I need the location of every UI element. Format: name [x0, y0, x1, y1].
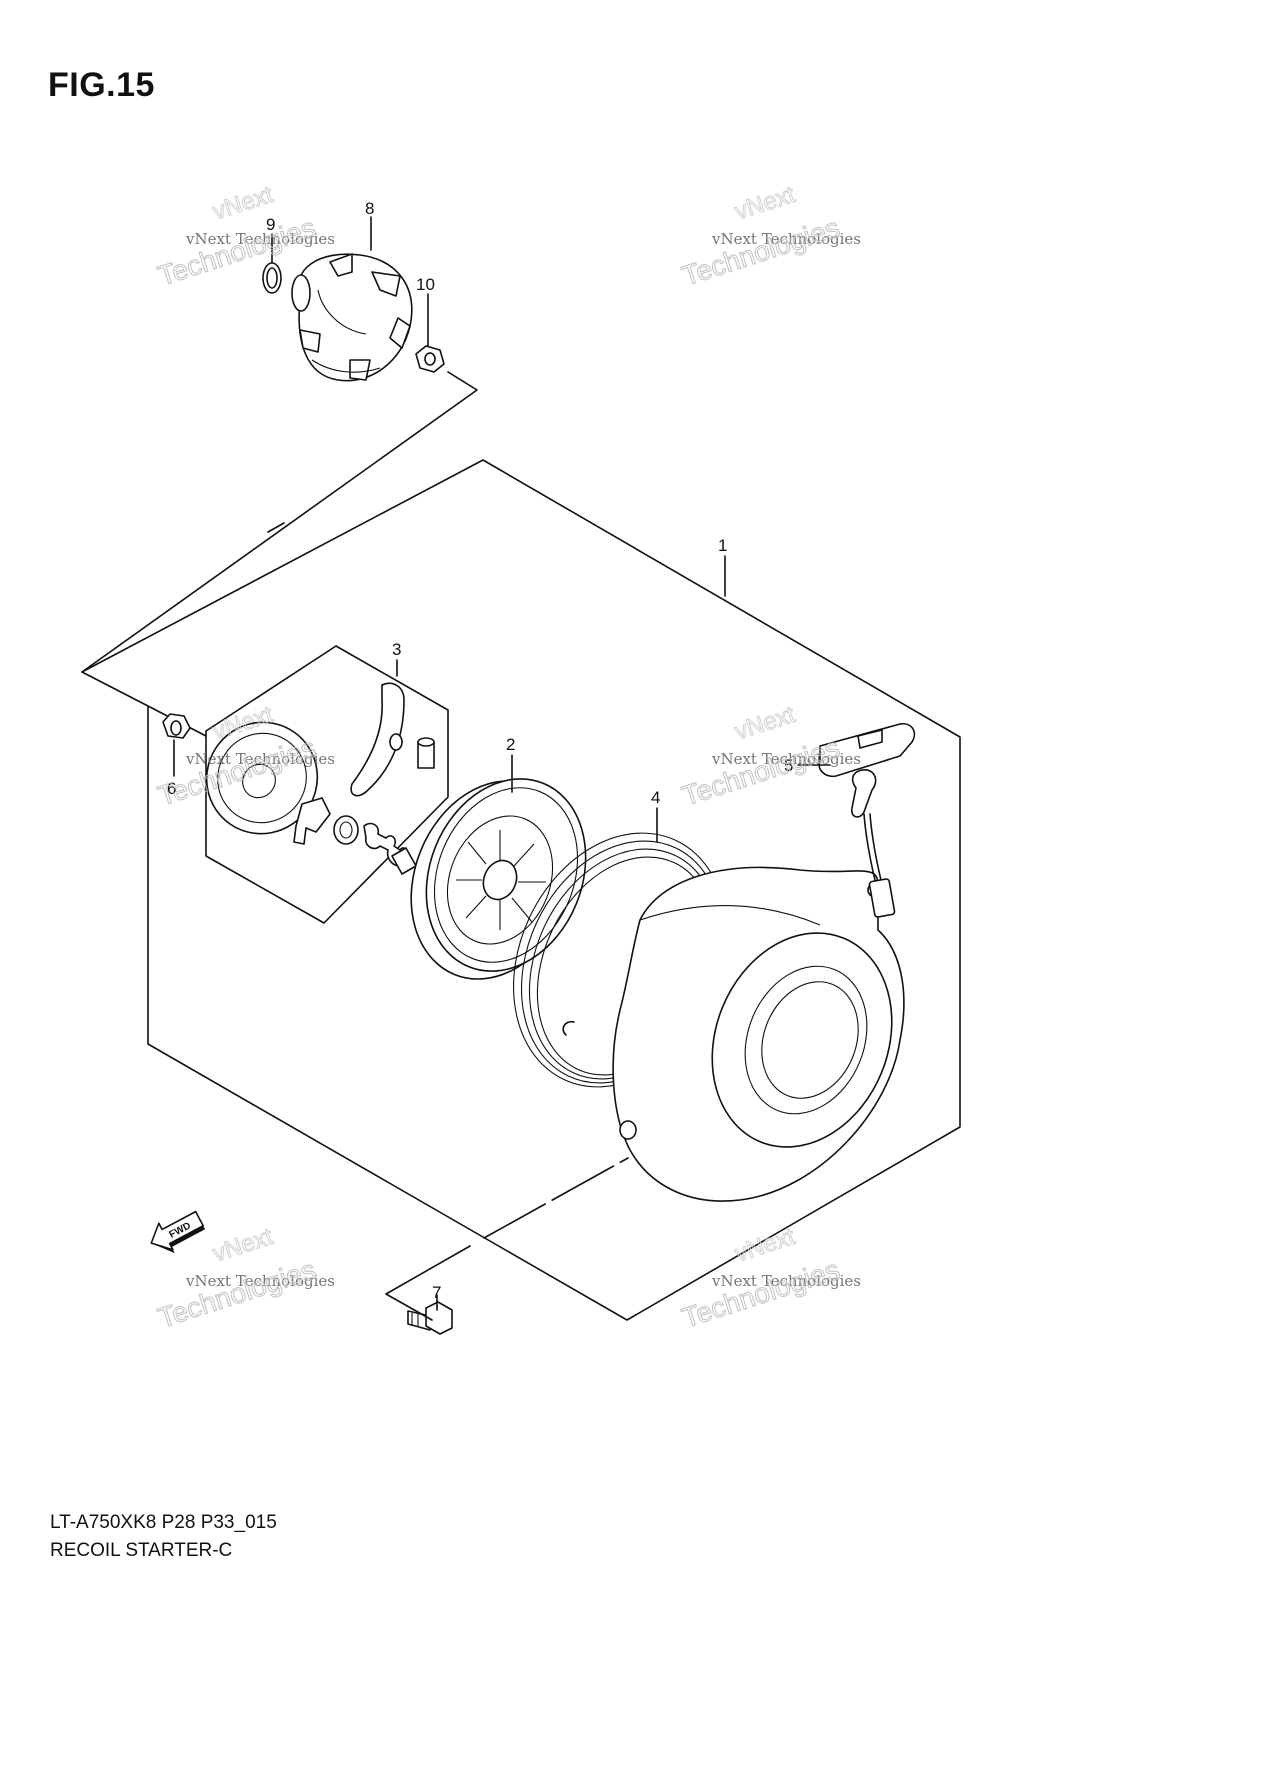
callout-9: 9: [266, 215, 275, 234]
svg-text:vNext Technologies: vNext Technologies: [185, 1272, 335, 1290]
svg-text:vNext Technologies: vNext Technologies: [185, 230, 335, 248]
callout-8: 8: [365, 199, 374, 218]
watermark-top-right: vNext vNext Technologies Technologies: [678, 180, 861, 292]
diagram-name: RECOIL STARTER-C: [50, 1540, 233, 1561]
svg-text:vNext: vNext: [732, 701, 799, 746]
part-5-starter-handle[interactable]: [818, 722, 916, 918]
watermark-bottom-right: vNext vNext Technologies Technologies: [678, 1222, 861, 1334]
svg-text:vNext Technologies: vNext Technologies: [711, 230, 861, 248]
watermark-mid-right: vNext vNext Technologies Technologies: [678, 700, 861, 812]
svg-text:vNext: vNext: [210, 1223, 277, 1268]
recoil-starter-case[interactable]: [612, 866, 923, 1202]
part-3-ratchet[interactable]: [350, 682, 435, 797]
svg-text:vNext Technologies: vNext Technologies: [711, 750, 861, 768]
svg-text:Technologies: Technologies: [678, 212, 843, 292]
svg-text:vNext Technologies: vNext Technologies: [711, 1272, 861, 1290]
spring-and-guide[interactable]: [293, 797, 417, 875]
diagram-code: LT-A750XK8 P28 P33_015: [50, 1512, 277, 1533]
callout-3: 3: [392, 640, 401, 659]
svg-text:vNext Technologies: vNext Technologies: [185, 750, 335, 768]
part-10-nut[interactable]: [415, 345, 445, 373]
part-8-starter-cup[interactable]: [291, 253, 413, 382]
svg-text:Technologies: Technologies: [678, 1254, 843, 1334]
callout-1: 1: [718, 536, 727, 555]
callout-4: 4: [651, 788, 660, 807]
callout-10: 10: [416, 275, 435, 294]
part-7-leader-box: [385, 1245, 471, 1321]
fwd-arrow-icon: FWD: [150, 1210, 206, 1254]
svg-text:Technologies: Technologies: [678, 732, 843, 812]
assembly-boundary: [81, 371, 961, 1321]
part-7-dash-line: [483, 1157, 629, 1239]
svg-text:vNext: vNext: [732, 181, 799, 226]
svg-text:Technologies: Technologies: [154, 1254, 319, 1334]
callout-7: 7: [432, 1283, 441, 1302]
callout-5: 5: [784, 756, 793, 775]
part-6-bolt[interactable]: [162, 713, 191, 739]
callout-6: 6: [167, 779, 176, 798]
figure-title: FIG.15: [48, 66, 155, 104]
svg-text:vNext: vNext: [732, 1223, 799, 1268]
callout-leaders: [173, 216, 831, 1311]
part-9-o-ring[interactable]: [262, 262, 282, 294]
callout-2: 2: [506, 735, 515, 754]
